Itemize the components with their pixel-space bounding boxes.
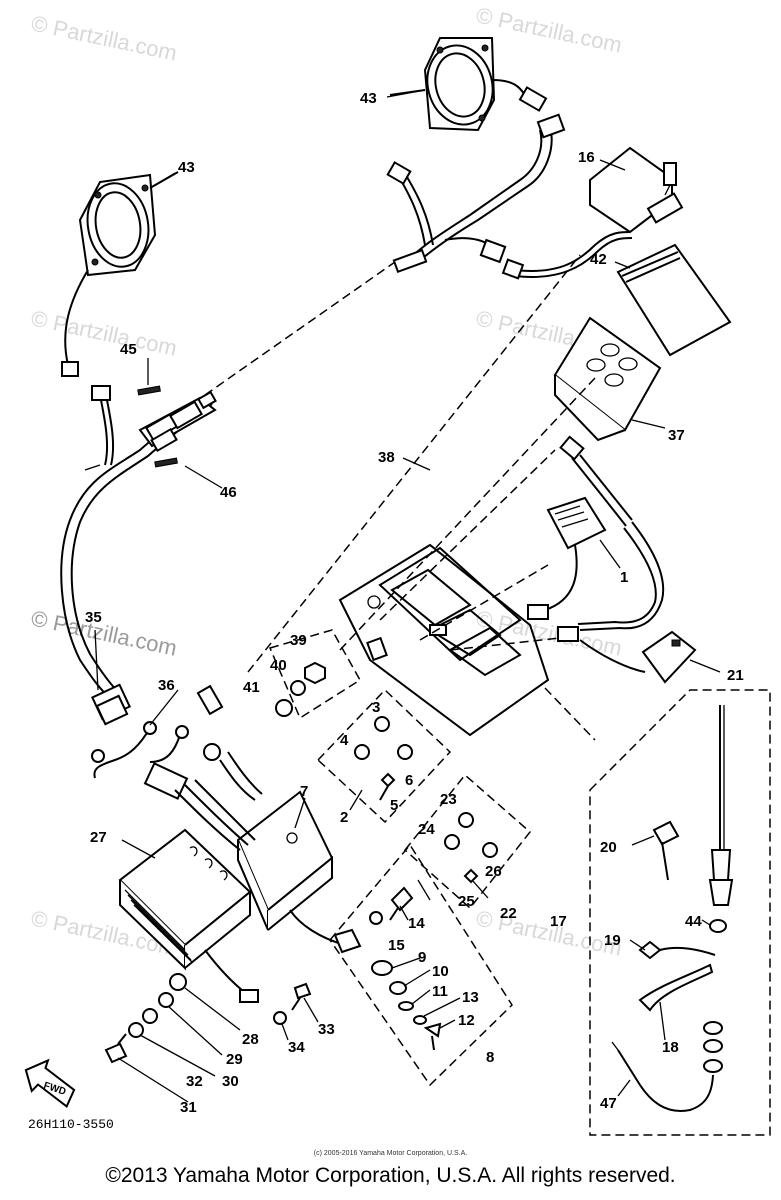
part-label-13: 13 [462, 989, 479, 1006]
part-label-5: 5 [390, 797, 398, 814]
part-46-clamp [154, 457, 178, 468]
part-label-9: 9 [418, 949, 426, 966]
part-label-46: 46 [220, 484, 237, 501]
part-label-47: 47 [600, 1095, 617, 1112]
part-label-15: 15 [388, 937, 405, 954]
group-22 [403, 773, 532, 910]
part-42-battery-cover [616, 243, 732, 357]
part-label-41: 41 [243, 679, 260, 696]
part-label-36: 36 [158, 677, 175, 694]
harness-top [386, 113, 633, 280]
part-label-45: 45 [120, 341, 137, 358]
part-label-29: 29 [226, 1051, 243, 1068]
part-label-23: 23 [440, 791, 457, 808]
reference-code: 26H110-3550 [28, 1117, 114, 1132]
part-27-rectifier [118, 762, 259, 1003]
part-label-28: 28 [242, 1031, 259, 1048]
part-label-11: 11 [432, 983, 448, 1000]
group-2 [316, 688, 452, 824]
part-label-31: 31 [180, 1099, 197, 1116]
group-17-antenna [589, 689, 771, 1136]
group-39-41 [268, 629, 362, 720]
part-label-33: 33 [318, 1021, 335, 1038]
part-21-starter-relay [641, 630, 697, 684]
forward-arrow-icon: FWD [24, 1058, 76, 1108]
speaker-top [423, 37, 548, 132]
watermark: © Partzilla.com [29, 605, 179, 660]
part-label-7: 7 [300, 783, 308, 800]
part-label-43-left: 43 [178, 159, 195, 176]
part-label-32: 32 [186, 1073, 203, 1090]
part-label-10: 10 [432, 963, 449, 980]
part-label-14: 14 [408, 915, 425, 932]
footer-copyright: ©2013 Yamaha Motor Corporation, U.S.A. A… [105, 1164, 676, 1187]
part-37-battery [553, 316, 662, 442]
part-label-4: 4 [340, 732, 349, 749]
part-label-2: 2 [340, 809, 348, 826]
part-label-17: 17 [550, 913, 567, 930]
part-36-wire-lead [91, 684, 224, 779]
part-45-clamp [137, 385, 161, 396]
main-harness [60, 385, 217, 726]
part-label-27: 27 [90, 829, 107, 846]
loose-fasteners [104, 973, 312, 1064]
part-label-19: 19 [604, 932, 621, 949]
label-leaders [94, 89, 721, 1103]
footer-small-copyright: (c) 2005-2016 Yamaha Motor Corporation, … [313, 1150, 468, 1157]
part-label-37: 37 [668, 427, 685, 444]
part-label-25: 25 [458, 893, 475, 910]
battery-cables [527, 435, 665, 673]
part-label-40: 40 [270, 657, 287, 674]
part-label-6: 6 [405, 772, 413, 789]
part-label-18: 18 [662, 1039, 679, 1056]
speaker-left [61, 173, 157, 377]
part-label-44: 44 [685, 913, 702, 930]
part-label-8: 8 [486, 1049, 494, 1066]
part-16-relay [589, 146, 684, 234]
part-label-42: 42 [590, 251, 607, 268]
part-label-1: 1 [620, 569, 628, 586]
part-label-30: 30 [222, 1073, 239, 1090]
part-label-26: 26 [485, 863, 502, 880]
part-label-16: 16 [578, 149, 595, 166]
watermark: © Partzilla.com [29, 305, 179, 360]
part-label-35: 35 [85, 609, 102, 626]
watermark: © Partzilla.com [474, 2, 624, 57]
part-label-24: 24 [418, 821, 435, 838]
part-label-20: 20 [600, 839, 617, 856]
part-label-34: 34 [288, 1039, 305, 1056]
part-label-21: 21 [727, 667, 744, 684]
watermark: © Partzilla.com [29, 10, 179, 65]
part-label-12: 12 [458, 1012, 475, 1029]
part-label-38: 38 [378, 449, 395, 466]
part-label-39: 39 [290, 632, 307, 649]
part-label-3: 3 [372, 699, 380, 716]
part-label-22: 22 [500, 905, 517, 922]
part-label-43-top: 43 [360, 90, 377, 107]
part-labels: 43 43 16 42 45 37 38 46 1 35 39 40 41 21… [85, 90, 744, 1116]
part-7-unit [203, 743, 362, 954]
